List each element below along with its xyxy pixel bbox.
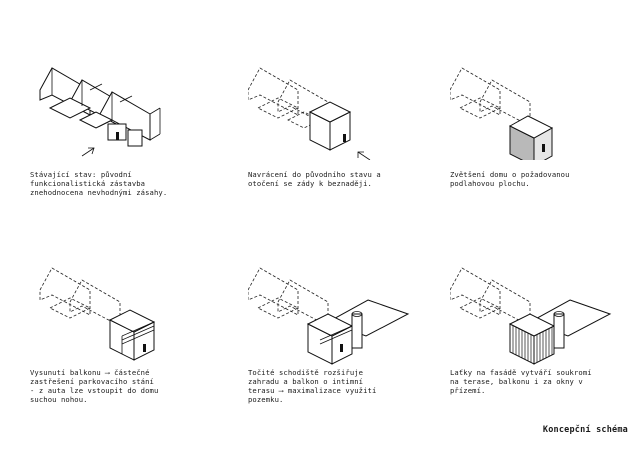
panel-caption: Točité schodiště rozšiřuje zahradu a bal…: [248, 368, 377, 404]
panel-caption: Stávající stav: původní funkcionalistick…: [30, 170, 168, 197]
page-title: Koncepční schéma: [542, 425, 628, 435]
isometric-enlarged-house: [450, 67, 554, 160]
enlarged-volume-top: [508, 115, 554, 139]
panel-slats: Laťky na fasádě vytváří soukromí na tera…: [450, 260, 640, 460]
panel-caption: Vysunutí balkonu ⟶ částečné zastřešení p…: [30, 368, 159, 404]
panel-enlargement: Zvětšení domu o požadovanou podlahovou p…: [450, 60, 640, 260]
panel-existing-state: Stávající stav: původní funkcionalistick…: [30, 60, 230, 260]
isometric-slat-facade-house: [450, 267, 612, 365]
arrow-icon: [357, 151, 371, 160]
isometric-balcony-house: [39, 267, 156, 361]
isometric-existing-row-houses: [39, 67, 161, 157]
isometric-restored-house: [248, 67, 371, 160]
panel-caption: Navrácení do původního stavu a otočení s…: [248, 170, 381, 188]
panel-restoration: Navrácení do původního stavu a otočení s…: [248, 60, 448, 260]
isometric-staircase-house: [248, 267, 410, 365]
arrow-icon: [81, 147, 95, 157]
panel-balcony: Vysunutí balkonu ⟶ částečné zastřešení p…: [30, 260, 230, 460]
panel-caption: Zvětšení domu o požadovanou podlahovou p…: [450, 170, 570, 188]
panel-staircase: Točité schodiště rozšiřuje zahradu a bal…: [248, 260, 448, 460]
facade-slats: [512, 326, 553, 362]
panel-caption: Laťky na fasádě vytváří soukromí na tera…: [450, 368, 592, 395]
